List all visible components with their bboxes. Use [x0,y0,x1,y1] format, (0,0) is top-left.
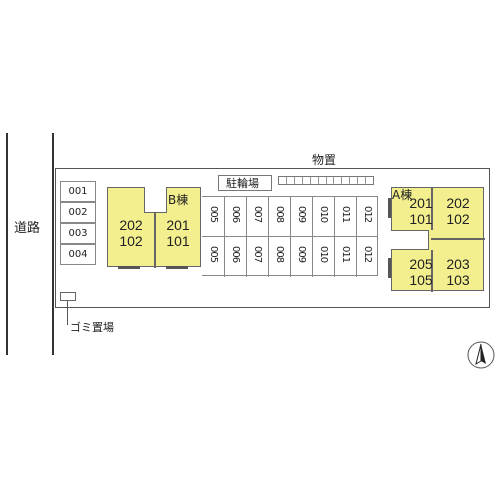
parking-top-010: 010 [318,206,329,223]
parking-top-009: 009 [296,206,307,223]
slot-001: 001 [60,181,96,202]
parking-top-012: 012 [362,206,373,223]
parking-top-011: 011 [340,206,351,223]
garbage-label: ゴミ置場 [70,321,114,334]
building-b-notch [144,187,167,213]
parking-area: 005 006 007 008 009 010 011 012 005 006 … [202,196,378,277]
parking-bottom-009: 009 [296,246,307,263]
building-a-unit-4-lower: 103 [446,272,470,288]
building-a-unit-3-upper: 205 [409,256,433,272]
north-arrow-icon [466,340,496,370]
parking-bottom-010: 010 [318,246,329,263]
parking-bottom-008: 008 [274,246,285,263]
building-b-step-left [118,266,140,269]
parking-top-007: 007 [252,206,263,223]
building-a-notch [391,230,429,250]
building-b-unit-2-lower: 101 [166,233,190,249]
building-a-unit-3-lower: 105 [409,272,433,288]
road-label: 道路 [14,221,41,236]
building-b-divider [154,212,156,268]
parking-bottom-005: 005 [208,246,219,263]
slot-002: 002 [60,202,96,223]
storage-label: 物置 [312,153,337,167]
parking-top-005: 005 [208,206,219,223]
building-b-unit-2-upper: 201 [166,217,190,233]
building-b-label: B棟 [168,193,189,207]
parking-bottom-007: 007 [252,246,263,263]
left-slots: 001 002 003 004 [60,181,96,265]
building-a-mid-line [431,238,485,240]
building-b-unit-1-lower: 102 [119,233,143,249]
slot-003: 003 [60,223,96,244]
building-a-divider-bottom [431,250,433,292]
bicycle-parking-label-box [218,175,272,191]
parking-bottom-006: 006 [230,246,241,263]
road-edge-left [6,133,8,355]
building-a-unit-4-upper: 203 [446,256,470,272]
building-a-step-left [388,198,391,218]
parking-bottom-011: 011 [340,246,351,263]
building-b [107,187,201,269]
slot-004: 004 [60,244,96,265]
building-b-step-right [166,266,188,269]
bicycle-rack [278,176,374,185]
parking-top-008: 008 [274,206,285,223]
building-a-unit-1-lower: 101 [409,211,433,227]
building-a-label: A棟 [392,188,413,202]
road-edge-right [52,133,54,355]
building-a-divider-top [431,188,433,230]
parking-bottom-012: 012 [362,246,373,263]
building-a-unit-2-upper: 202 [446,195,470,211]
building-b-unit-1-upper: 202 [119,217,143,233]
building-a [388,187,485,292]
garbage-leader-line [67,301,68,325]
building-a-unit-2-lower: 102 [446,211,470,227]
building-a-unit-1-upper: 201 [409,195,433,211]
site-boundary [55,168,490,308]
building-a-step-bottom [388,258,391,278]
bicycle-parking-label: 駐輪場 [226,177,259,190]
parking-top-006: 006 [230,206,241,223]
garbage-box [60,292,76,301]
